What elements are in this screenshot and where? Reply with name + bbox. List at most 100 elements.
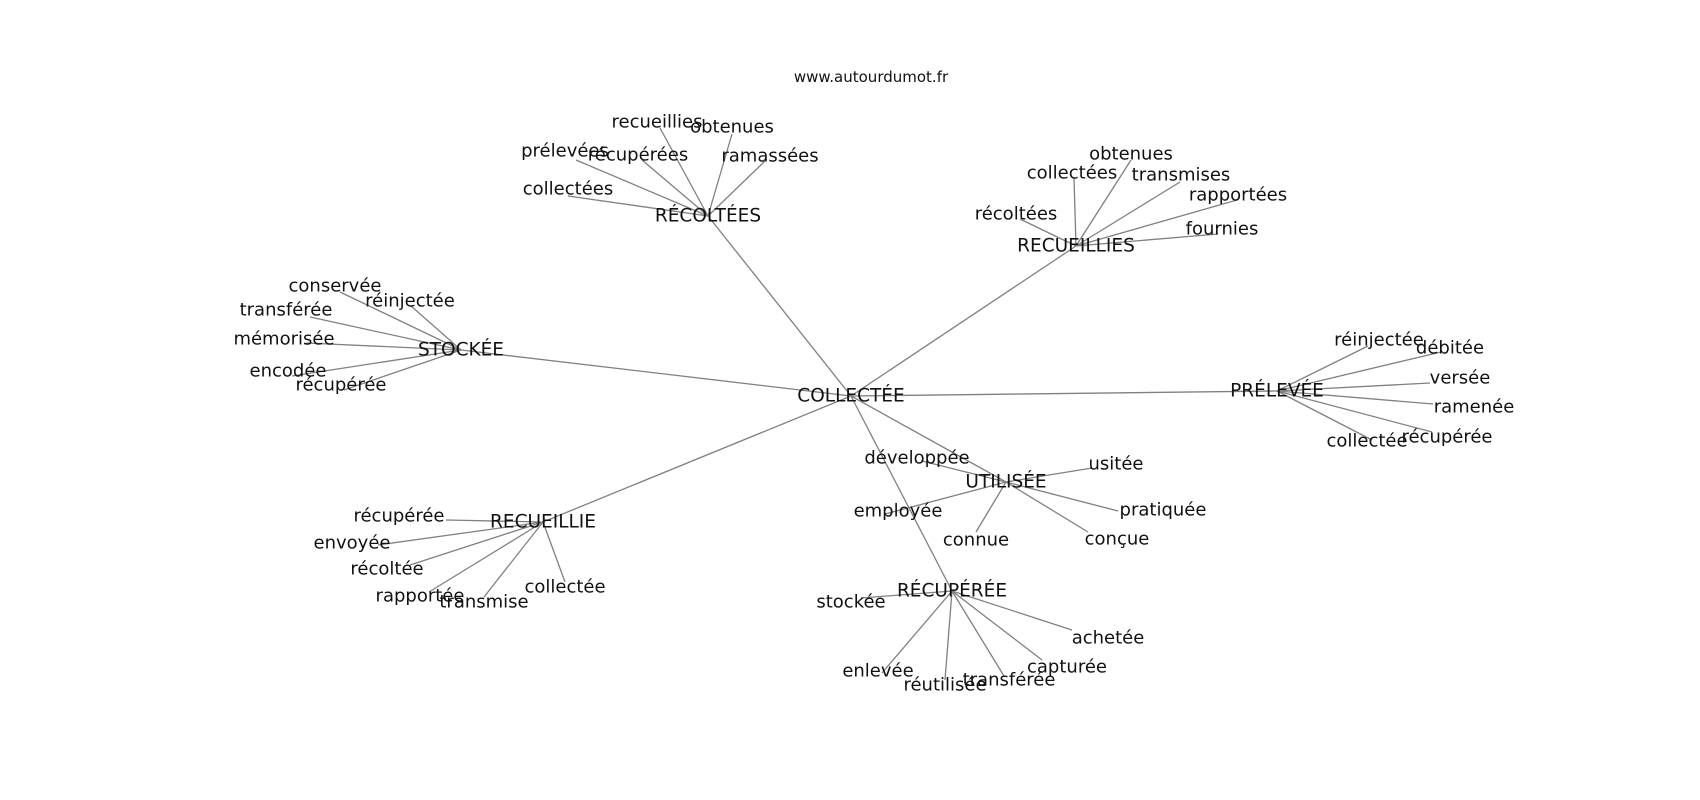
leaf-word-reinjectee[interactable]: réinjectée bbox=[365, 291, 455, 312]
edge-center-recueillies bbox=[850, 245, 1077, 397]
edge-recuperee-achetee bbox=[951, 590, 1073, 631]
leaf-word-ramassees[interactable]: ramassées bbox=[721, 146, 818, 167]
source-credit: www.autourdumot.fr bbox=[794, 68, 949, 86]
edge-prelevee-collectee bbox=[1276, 390, 1373, 441]
edge-stockee-reinjectee bbox=[410, 305, 462, 351]
leaf-word-ramenee[interactable]: ramenée bbox=[1434, 397, 1515, 418]
hub-word-recueillie[interactable]: RECUEILLIE bbox=[490, 512, 596, 533]
leaf-word-achetee[interactable]: achetée bbox=[1072, 628, 1145, 649]
leaf-word-recoltee[interactable]: récoltée bbox=[350, 559, 423, 580]
leaf-word-collectee[interactable]: collectée bbox=[524, 577, 605, 598]
leaf-word-capturee[interactable]: capturée bbox=[1027, 657, 1107, 678]
edge-recueillies-obtenues bbox=[1075, 159, 1132, 247]
edge-recueillie-recoltee bbox=[409, 521, 544, 566]
leaf-word-concue[interactable]: conçue bbox=[1085, 529, 1150, 550]
edge-recuperee-transferee bbox=[951, 590, 1005, 677]
leaf-word-enlevee[interactable]: enlevée bbox=[842, 661, 913, 682]
edge-center-stockee bbox=[460, 349, 852, 397]
leaf-word-memorisee[interactable]: mémorisée bbox=[233, 329, 334, 350]
edge-recoltees-prelevees bbox=[575, 159, 709, 217]
edge-recoltees-obtenues bbox=[707, 133, 733, 217]
edge-utilisee-connue bbox=[975, 481, 1007, 533]
edge-prelevee-debitee bbox=[1276, 351, 1442, 392]
hub-word-prelevee[interactable]: PRÉLEVÉE bbox=[1230, 380, 1324, 402]
leaf-word-collectee[interactable]: collectée bbox=[1326, 431, 1407, 452]
edge-stockee-conservee bbox=[339, 291, 462, 351]
edge-center-recuperee bbox=[850, 395, 953, 592]
edge-utilisee-employee bbox=[884, 481, 1007, 515]
leaf-word-transferee[interactable]: transférée bbox=[240, 300, 333, 321]
edge-utilisee-usitee bbox=[1005, 467, 1093, 483]
edges bbox=[291, 127, 1442, 681]
leaf-word-usitee[interactable]: usitée bbox=[1089, 454, 1144, 475]
hub-word-utilisee[interactable]: UTILISÉE bbox=[965, 471, 1046, 493]
edge-recuperee-stockee bbox=[860, 590, 953, 599]
edge-recueillies-recoltees bbox=[1019, 218, 1077, 247]
leaf-word-transmises[interactable]: transmises bbox=[1132, 165, 1231, 186]
edge-center-recoltees bbox=[707, 215, 852, 397]
leaf-word-recuperees[interactable]: récupérées bbox=[588, 145, 688, 166]
hub-word-stockee[interactable]: STOCKÉE bbox=[418, 339, 504, 361]
leaf-word-obtenues[interactable]: obtenues bbox=[690, 117, 774, 138]
leaf-word-employee[interactable]: employée bbox=[854, 501, 943, 522]
hub-word-recoltees[interactable]: RÉCOLTÉES bbox=[655, 205, 761, 227]
edge-recueillie-transmise bbox=[483, 521, 544, 598]
center-word[interactable]: COLLECTÉE bbox=[797, 385, 904, 407]
edge-prelevee-reinjectee bbox=[1276, 345, 1369, 392]
edge-recueillies-rapportees bbox=[1075, 199, 1238, 247]
edge-stockee-encodee bbox=[291, 349, 462, 377]
leaf-word-prelevees[interactable]: prélevées bbox=[521, 141, 609, 162]
edge-prelevee-ramenee bbox=[1276, 390, 1434, 405]
edge-recueillies-fournies bbox=[1075, 233, 1219, 247]
leaf-word-transmise[interactable]: transmise bbox=[439, 592, 528, 613]
edge-recueillies-collectees bbox=[1073, 177, 1077, 247]
edge-center-utilisee bbox=[850, 395, 1007, 483]
edge-utilisee-developpee bbox=[921, 460, 1007, 483]
edge-center-prelevee bbox=[850, 390, 1278, 397]
edge-recueillie-rapportee bbox=[428, 521, 544, 593]
leaf-word-envoyee[interactable]: envoyée bbox=[314, 533, 391, 554]
leaf-word-recoltees[interactable]: récoltées bbox=[975, 204, 1058, 225]
leaf-word-obtenues[interactable]: obtenues bbox=[1089, 144, 1173, 165]
leaf-word-reutilisee[interactable]: réutilisée bbox=[903, 675, 986, 696]
leaf-word-recueillies[interactable]: recueillies bbox=[612, 112, 703, 133]
leaf-word-collectees[interactable]: collectées bbox=[1027, 163, 1117, 184]
edge-recoltees-ramassees bbox=[707, 160, 766, 217]
hub-word-recueillies[interactable]: RECUEILLIES bbox=[1017, 236, 1135, 257]
edge-recoltees-collectees bbox=[567, 195, 709, 217]
leaf-word-reinjectee[interactable]: réinjectée bbox=[1334, 330, 1424, 351]
edge-recoltees-recuperees bbox=[641, 159, 709, 217]
leaf-word-recuperee[interactable]: récupérée bbox=[1401, 427, 1492, 448]
leaf-word-conservee[interactable]: conservée bbox=[289, 276, 382, 297]
edge-recoltees-recueillies bbox=[659, 127, 709, 217]
edge-recuperee-enlevee bbox=[881, 590, 953, 674]
leaf-word-developpee[interactable]: développée bbox=[864, 448, 969, 469]
leaf-word-collectees[interactable]: collectées bbox=[523, 179, 613, 200]
edge-prelevee-recuperee bbox=[1276, 390, 1433, 433]
edge-prelevee-versee bbox=[1276, 382, 1431, 392]
edge-recueillies-transmises bbox=[1075, 181, 1181, 247]
hub-word-recuperee[interactable]: RÉCUPÉRÉE bbox=[897, 580, 1007, 602]
leaf-word-recuperee[interactable]: récupérée bbox=[295, 375, 386, 396]
edge-recueillie-recuperee bbox=[445, 519, 544, 523]
leaf-word-connue[interactable]: connue bbox=[943, 530, 1009, 551]
leaf-word-pratiquee[interactable]: pratiquée bbox=[1120, 500, 1207, 521]
edge-recueillie-envoyee bbox=[377, 521, 544, 546]
leaf-word-stockee[interactable]: stockée bbox=[816, 592, 885, 613]
edge-stockee-memorisee bbox=[305, 342, 462, 351]
leaf-word-rapportee[interactable]: rapportée bbox=[376, 586, 465, 607]
leaf-word-versee[interactable]: versée bbox=[1430, 368, 1491, 389]
edge-recueillie-collectee bbox=[542, 521, 566, 583]
edge-utilisee-pratiquee bbox=[1005, 481, 1119, 512]
leaf-word-encodee[interactable]: encodée bbox=[250, 361, 327, 382]
leaf-word-rapportees[interactable]: rapportées bbox=[1189, 185, 1287, 206]
edge-center-recueillie bbox=[542, 395, 852, 523]
edge-recuperee-reutilisee bbox=[944, 590, 953, 681]
leaf-word-transferee[interactable]: transférée bbox=[963, 670, 1056, 691]
leaf-word-fournies[interactable]: fournies bbox=[1186, 219, 1259, 240]
edge-recuperee-capturee bbox=[951, 590, 1043, 661]
leaf-word-recuperee[interactable]: récupérée bbox=[353, 506, 444, 527]
leaf-word-debitee[interactable]: débitée bbox=[1416, 338, 1484, 359]
